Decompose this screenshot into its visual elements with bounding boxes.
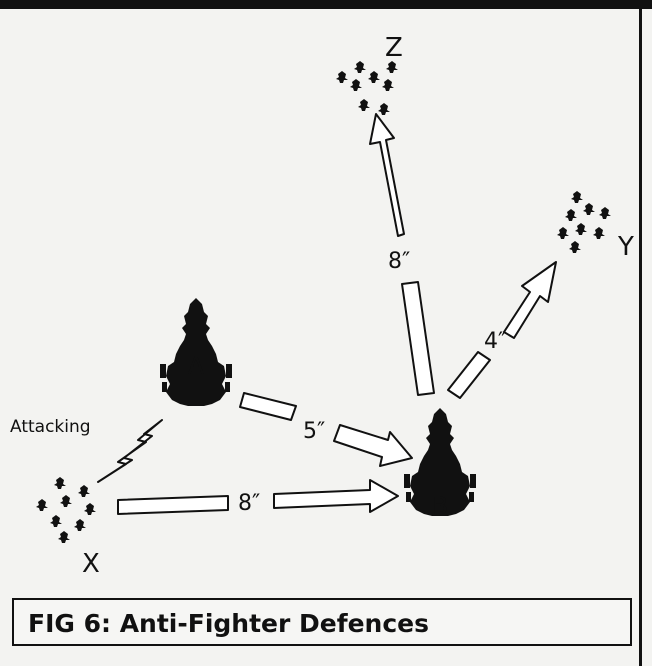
arrow-a-to-b xyxy=(239,392,413,467)
caption-box: FIG 6: Anti-Fighter Defences xyxy=(12,598,632,646)
squadron-z xyxy=(336,61,398,115)
top-border xyxy=(0,0,652,9)
squadron-x-label: X xyxy=(82,549,100,579)
arrow-b-to-y xyxy=(447,261,557,399)
squadron-y xyxy=(557,191,611,253)
ship-b-label: B xyxy=(432,492,448,520)
attack-bolt xyxy=(97,419,163,483)
squadron-x xyxy=(36,477,96,543)
attacking-label: Attacking xyxy=(10,417,91,437)
squadron-y-label: Y xyxy=(617,232,634,262)
distance-b-z: 8″ xyxy=(388,249,410,274)
distance-b-y: 4″ xyxy=(484,329,506,354)
figure-caption: FIG 6: Anti-Fighter Defences xyxy=(28,609,430,638)
ship-a: A xyxy=(160,298,232,406)
right-border xyxy=(639,0,642,666)
arrow-x-to-b xyxy=(117,479,399,515)
arrow-b-to-z xyxy=(369,113,435,396)
ship-b: B xyxy=(404,408,476,520)
distance-x-b: 8″ xyxy=(238,491,260,516)
distance-a-b: 5″ xyxy=(303,419,325,444)
squadron-z-label: Z xyxy=(385,33,403,63)
ship-a-label: A xyxy=(188,352,205,380)
